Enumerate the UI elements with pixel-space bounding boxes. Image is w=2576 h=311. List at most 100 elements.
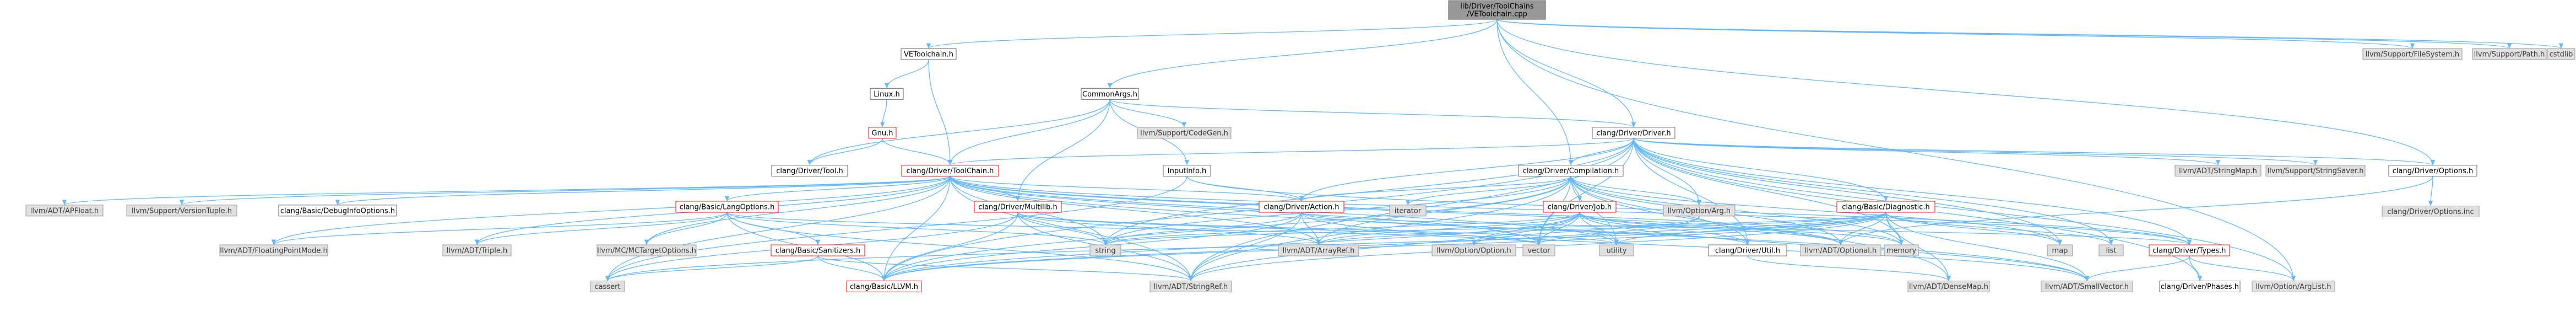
graph-node-iterator[interactable]: iterator (1389, 205, 1427, 217)
node-box (1389, 205, 1427, 217)
graph-node-linux-h[interactable]: Linux.h (870, 88, 904, 100)
graph-node-vector[interactable]: vector (1522, 244, 1555, 256)
node-label: cassert (594, 283, 620, 291)
graph-node-filesystem-h[interactable]: llvm/Support/FileSystem.h (2362, 48, 2463, 60)
edge-driver-h-to-string (1103, 138, 1634, 245)
graph-node-mctarget-h[interactable]: llvm/MC/MCTargetOptions.h (596, 244, 697, 256)
edge-commonargs-h-to-driver-h (1109, 99, 1636, 128)
graph-node-arg-h[interactable]: llvm/Option/Arg.h (1663, 205, 1736, 217)
edge-langoptions-h-to-mctarget-h (644, 212, 728, 245)
graph-node-sanitizers-h[interactable]: clang/Basic/Sanitizers.h (771, 244, 865, 256)
graph-node-llvm-h[interactable]: clang/Basic/LLVM.h (846, 280, 922, 292)
graph-node-path-h[interactable]: llvm/Support/Path.h (2472, 48, 2547, 60)
node-box (1663, 205, 1736, 217)
node-box (1884, 244, 1919, 256)
graph-node-arglist-h[interactable]: llvm/Option/ArgList.h (2252, 280, 2335, 292)
graph-node-job-h[interactable]: clang/Driver/Job.h (1543, 201, 1617, 213)
graph-node-root[interactable]: lib/Driver/ToolChains/VEToolchain.cpp (1448, 0, 1546, 20)
node-label: lib/Driver/ToolChains (1460, 3, 1534, 11)
node-label: InputInfo.h (1168, 167, 1206, 175)
node-box (2159, 280, 2241, 292)
edge-root-to-filesystem-h (1496, 19, 2415, 49)
edge-diagnostic-h-to-string (1103, 212, 1886, 245)
graph-node-compilation-h[interactable]: clang/Driver/Compilation.h (1518, 165, 1624, 177)
graph-node-commonargs-h[interactable]: CommonArgs.h (1081, 88, 1139, 100)
graph-node-action-h[interactable]: clang/Driver/Action.h (1259, 201, 1344, 213)
node-box (2382, 206, 2480, 218)
edge-types-h-to-smallvector-h (2084, 255, 2190, 281)
edge-commonargs-h-to-tool-h (807, 99, 1110, 165)
node-label: utility (1607, 247, 1627, 255)
node-box (126, 205, 237, 217)
node-label: clang/Basic/LangOptions.h (680, 203, 775, 211)
edge-langoptions-h-to-vector (726, 212, 1541, 245)
node-label: VEToolchain.h (904, 51, 953, 59)
edge-driver-h-to-types-h (1633, 138, 2192, 245)
graph-node-phases-h[interactable]: clang/Driver/Phases.h (2159, 280, 2241, 292)
graph-node-langoptions-h[interactable]: clang/Basic/LangOptions.h (675, 201, 779, 213)
graph-node-fpmode-h[interactable]: llvm/ADT/FloatingPointMode.h (219, 244, 328, 256)
graph-node-driver-h[interactable]: clang/Driver/Driver.h (1592, 127, 1675, 139)
edge-driver-h-to-stringsaver-h (1633, 138, 2318, 166)
edge-diagnostic-h-to-llvm-h (882, 212, 1886, 281)
node-label: llvm/ADT/Optional.h (1805, 247, 1877, 255)
edge-multilib-h-to-llvm-h (881, 212, 1018, 281)
graph-node-options-inc[interactable]: clang/Driver/Options.inc (2382, 206, 2480, 218)
graph-node-versiontuple-h[interactable]: llvm/Support/VersionTuple.h (126, 205, 237, 217)
graph-node-cassert[interactable]: cassert (590, 280, 625, 292)
graph-node-tool-h[interactable]: clang/Driver/Tool.h (771, 165, 848, 177)
graph-node-diagnostic-h[interactable]: clang/Basic/Diagnostic.h (1836, 201, 1935, 213)
edge-job-h-to-memory (1579, 212, 1903, 245)
edge-toolchain-h-to-langoptions-h (725, 176, 951, 202)
graph-node-stringsaver-h[interactable]: llvm/Support/StringSaver.h (2265, 165, 2366, 177)
graph-node-map[interactable]: map (2047, 244, 2073, 256)
node-box (1163, 165, 1211, 177)
node-label: clang/Driver/Options.h (2393, 167, 2474, 175)
graph-node-memory[interactable]: memory (1884, 244, 1919, 256)
graph-node-triple-h[interactable]: llvm/ADT/Triple.h (442, 244, 512, 256)
graph-node-densemap-h[interactable]: llvm/ADT/DenseMap.h (1907, 280, 1990, 292)
node-box (596, 244, 697, 256)
graph-node-smallvector-h[interactable]: llvm/ADT/SmallVector.h (2041, 280, 2133, 292)
node-box (771, 165, 848, 177)
graph-node-vetoolchain-h[interactable]: VEToolchain.h (901, 48, 957, 60)
edge-vetoolchain-h-to-toolchain-h (928, 60, 953, 165)
graph-node-cstdlib[interactable]: cstdlib (2547, 48, 2575, 60)
graph-node-toolchain-h[interactable]: clang/Driver/ToolChain.h (901, 165, 999, 177)
edge-job-h-to-arrayref-h (1316, 212, 1580, 245)
node-box (1599, 244, 1634, 256)
node-label: llvm/Support/Path.h (2474, 51, 2545, 59)
edge-driver-h-to-action-h (1299, 138, 1634, 202)
node-box (901, 48, 957, 60)
graph-node-optional-h[interactable]: llvm/ADT/Optional.h (1800, 244, 1881, 256)
nodes-layer: lib/Driver/ToolChains/VEToolchain.cppVET… (25, 0, 2575, 292)
graph-node-options-h[interactable]: clang/Driver/Options.h (2388, 165, 2477, 177)
edge-commonargs-h-to-codegen-h (1109, 99, 1187, 127)
graph-node-multilib-h[interactable]: clang/Driver/Multilib.h (974, 201, 1062, 213)
node-box (846, 280, 922, 292)
graph-node-stringmap-h[interactable]: llvm/ADT/StringMap.h (2174, 165, 2262, 177)
graph-node-apfloat-h[interactable]: llvm/ADT/APFloat.h (25, 205, 104, 217)
edge-root-to-cstdlib (1496, 19, 2563, 49)
graph-node-types-h[interactable]: clang/Driver/Types.h (2149, 244, 2230, 256)
graph-node-arrayref-h[interactable]: llvm/ADT/ArrayRef.h (1278, 244, 1359, 256)
graph-node-gnu-h[interactable]: Gnu.h (868, 127, 897, 139)
node-box (2174, 165, 2262, 177)
graph-node-stringref-h[interactable]: llvm/ADT/StringRef.h (1149, 280, 1232, 292)
edge-compilation-h-to-map (1570, 176, 2063, 245)
node-label: llvm/ADT/APFloat.h (30, 207, 99, 215)
graph-node-list[interactable]: list (2098, 244, 2124, 256)
node-label: string (1095, 247, 1115, 255)
graph-node-string[interactable]: string (1089, 244, 1121, 256)
graph-node-inputinfo-h[interactable]: InputInfo.h (1163, 165, 1211, 177)
graph-node-codegen-h[interactable]: llvm/Support/CodeGen.h (1137, 127, 1232, 139)
node-box (1448, 0, 1546, 20)
graph-node-util-h[interactable]: clang/Driver/Util.h (1708, 244, 1787, 256)
node-box (868, 127, 897, 139)
node-label: cstdlib (2550, 51, 2573, 59)
graph-node-option-h[interactable]: llvm/Option/Option.h (1431, 244, 1516, 256)
graph-node-debuginfo-h[interactable]: clang/Basic/DebugInfoOptions.h (278, 205, 397, 217)
edge-arg-h-to-option-h (1471, 216, 1700, 245)
graph-node-utility[interactable]: utility (1599, 244, 1634, 256)
edge-diagnostic-h-to-optional-h (1838, 212, 1886, 245)
